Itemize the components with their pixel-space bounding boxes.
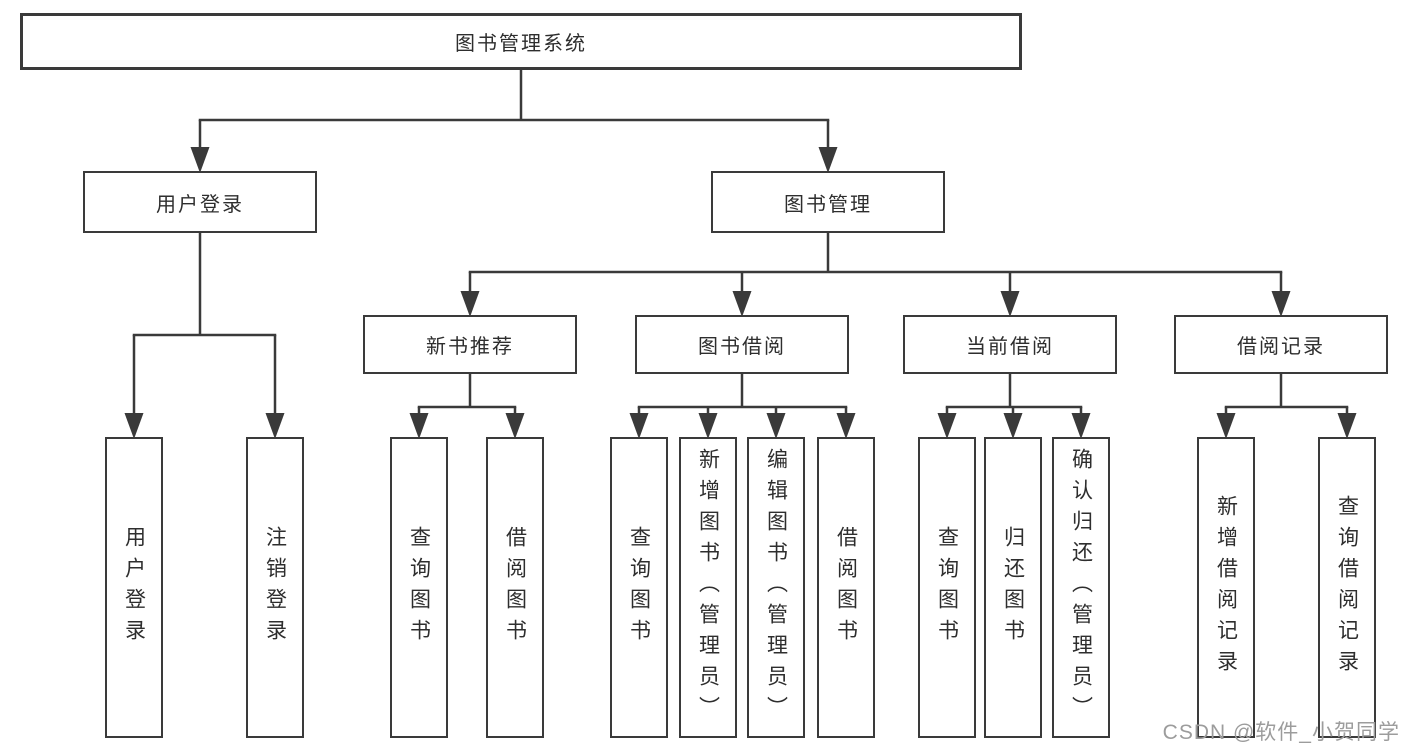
node-label: 编辑图书（管理员） — [764, 448, 788, 727]
leaf-add-book-admin: 新增图书（管理员） — [679, 437, 737, 738]
leaf-query-books-current: 查询图书 — [918, 437, 976, 738]
node-borrowing-records: 借阅记录 — [1174, 315, 1388, 374]
node-label: 确认归还（管理员） — [1069, 448, 1093, 727]
leaf-logout: 注销登录 — [246, 437, 304, 738]
node-label: 注销登录 — [263, 525, 287, 650]
leaf-user-login: 用户登录 — [105, 437, 163, 738]
node-label: 图书借阅 — [698, 336, 786, 358]
node-label: 图书管理 — [784, 193, 872, 216]
leaf-query-books-recommend: 查询图书 — [390, 437, 448, 738]
node-label: 借阅记录 — [1237, 336, 1325, 358]
node-label: 查询图书 — [407, 525, 431, 650]
leaf-edit-book-admin: 编辑图书（管理员） — [747, 437, 805, 738]
node-label: 查询图书 — [935, 525, 959, 650]
leaf-query-books-borrowing: 查询图书 — [610, 437, 668, 738]
leaf-borrow-books-recommend: 借阅图书 — [486, 437, 544, 738]
node-label: 图书管理系统 — [455, 33, 587, 55]
leaf-confirm-return-admin: 确认归还（管理员） — [1052, 437, 1110, 738]
node-label: 归还图书 — [1001, 525, 1025, 650]
node-label: 借阅图书 — [834, 525, 858, 650]
leaf-query-borrow-record: 查询借阅记录 — [1318, 437, 1376, 738]
node-label: 借阅图书 — [503, 525, 527, 650]
node-book-borrowing: 图书借阅 — [635, 315, 849, 374]
node-label: 新增借阅记录 — [1214, 494, 1238, 681]
node-label: 新增图书（管理员） — [696, 448, 720, 727]
node-user-login: 用户登录 — [83, 171, 317, 233]
node-label: 查询图书 — [627, 525, 651, 650]
node-new-book-recommend: 新书推荐 — [363, 315, 577, 374]
leaf-return-books: 归还图书 — [984, 437, 1042, 738]
node-label: 用户登录 — [156, 193, 244, 216]
node-label: 新书推荐 — [426, 336, 514, 358]
node-current-borrowing: 当前借阅 — [903, 315, 1117, 374]
csdn-watermark: CSDN @软件_小贺同学 — [1162, 721, 1400, 744]
node-book-management: 图书管理 — [711, 171, 945, 233]
node-book-management-system: 图书管理系统 — [20, 13, 1022, 70]
node-label: 用户登录 — [122, 525, 146, 650]
leaf-add-borrow-record: 新增借阅记录 — [1197, 437, 1255, 738]
node-label: 当前借阅 — [966, 336, 1054, 358]
leaf-borrow-books-borrowing: 借阅图书 — [817, 437, 875, 738]
node-label: 查询借阅记录 — [1335, 494, 1359, 681]
